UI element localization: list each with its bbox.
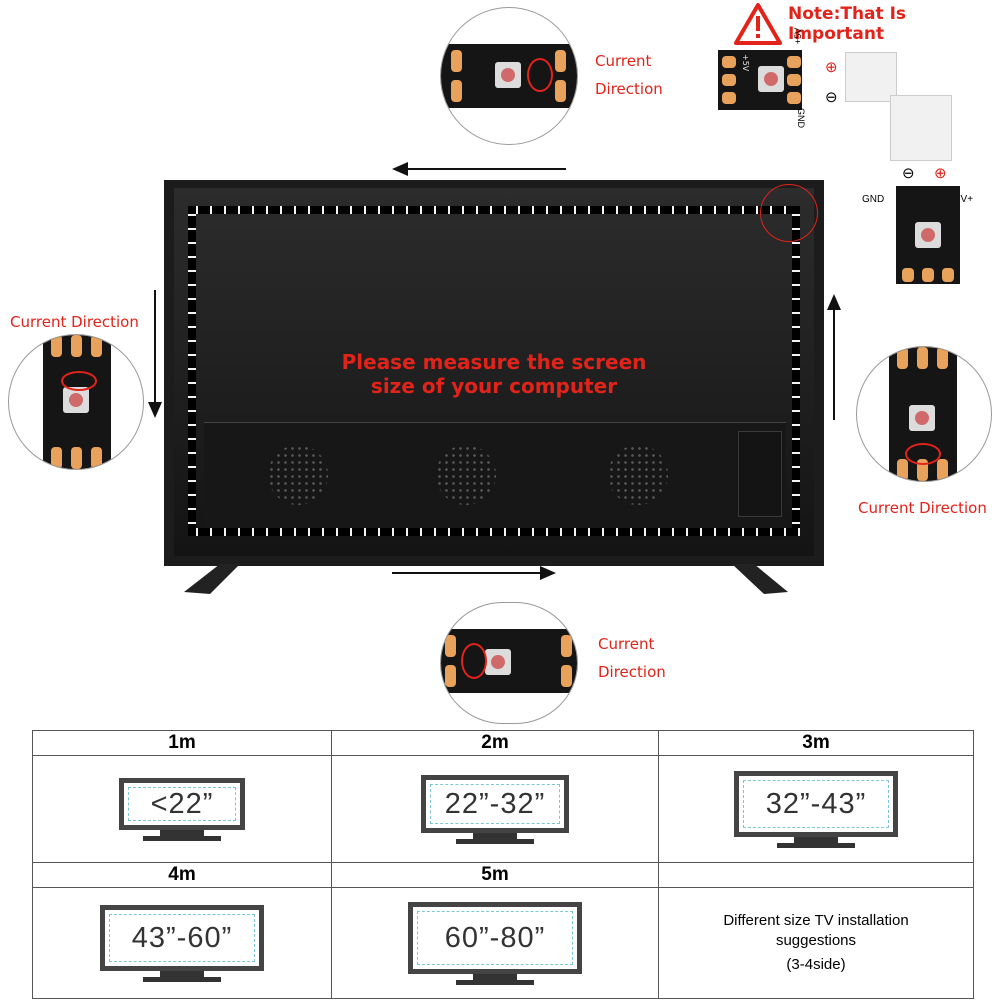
connector-block-2: [890, 95, 952, 161]
cell-size-3m: 32”-43”: [658, 755, 974, 863]
tv-stand: [184, 564, 788, 594]
size-label: 22”-32”: [444, 787, 546, 820]
arrowhead-down-icon: [148, 402, 162, 418]
label-5v-plus: 5V+: [955, 194, 974, 205]
led-strip-right: [792, 206, 800, 532]
monitor-icon: 32”-43”: [734, 770, 898, 848]
monitor-icon: 43”-60”: [100, 904, 264, 982]
cell-suggestion: Different size TV installation suggestio…: [658, 887, 974, 999]
size-row-2: 43”-60” 60”-80” Different size TV instal…: [32, 887, 974, 999]
speaker-grille-1: [268, 445, 328, 505]
header-3m: 3m: [658, 730, 974, 756]
speaker-grille-3: [608, 445, 668, 505]
plus-symbol-top: ⊕: [825, 59, 838, 76]
size-row-1: <22” 22”-32” 32”-43”: [32, 755, 974, 863]
suggestion-line2: suggestions: [775, 932, 857, 949]
direction-label-top: Direction: [595, 80, 663, 98]
current-direction-left: Current Direction: [10, 313, 139, 331]
header-5m: 5m: [331, 862, 659, 888]
header-2m: 2m: [331, 730, 659, 756]
arrow-down-left: [154, 290, 156, 406]
arrowhead-up-icon: [827, 294, 841, 310]
label-gnd-rotated: GND: [796, 108, 806, 128]
important-note: Note:That Is Important: [788, 4, 907, 44]
led-strip-bottom: [188, 528, 800, 536]
current-label-top: Current: [595, 52, 652, 70]
direction-label-bottom: Direction: [598, 663, 666, 681]
pcb-strip-vertical: [896, 186, 960, 284]
monitor-icon: 60”-80”: [408, 901, 582, 985]
cell-size-1m: <22”: [32, 755, 332, 863]
zoom-circle-left: [8, 334, 144, 470]
warning-triangle-icon: [734, 3, 782, 45]
zoom-circle-right: [856, 346, 992, 482]
size-label: 32”-43”: [765, 787, 867, 820]
header-1m: 1m: [32, 730, 332, 756]
size-label: 60”-80”: [444, 921, 546, 954]
size-label: 43”-60”: [131, 921, 233, 954]
tv-message-line2: size of your computer: [370, 374, 618, 398]
cell-size-2m: 22”-32”: [331, 755, 659, 863]
tv-speaker-bar: [204, 422, 786, 527]
speaker-grille-2: [436, 445, 496, 505]
zoom-circle-top: [440, 7, 578, 145]
cell-size-5m: 60”-80”: [331, 887, 659, 999]
controller-box: [738, 431, 782, 517]
monitor-icon: 22”-32”: [421, 774, 569, 844]
current-direction-right: Current Direction: [858, 499, 987, 517]
minus-symbol-bottom: ⊖: [902, 165, 915, 182]
header-row-1: 1m 2m 3m: [32, 730, 974, 756]
suggestion-line3: (3-4side): [786, 956, 846, 973]
label-gnd-bottom: GND: [862, 194, 885, 205]
size-table: 1m 2m 3m <22” 22”-32” 32”-43” 4m 5m: [32, 730, 974, 999]
arrowhead-left-icon: [392, 162, 408, 176]
monitor-icon: <22”: [119, 777, 245, 841]
zoom-circle-bottom: [440, 602, 578, 724]
current-label-bottom: Current: [598, 635, 655, 653]
led-strip-top: [188, 206, 800, 214]
arrow-up-right: [833, 308, 835, 420]
header-empty: [658, 862, 974, 888]
arrowhead-right-icon: [540, 566, 556, 580]
led-strip-left: [188, 206, 196, 532]
header-row-2: 4m 5m: [32, 862, 974, 888]
connector-block: [845, 52, 897, 102]
tv-message: Please measure the screen size of your c…: [164, 350, 824, 398]
plus-symbol-bottom: ⊕: [934, 165, 947, 182]
minus-symbol-top: ⊖: [825, 89, 838, 106]
header-4m: 4m: [32, 862, 332, 888]
size-label: <22”: [150, 787, 214, 820]
pcb-strip-top-right: +5V: [718, 50, 802, 110]
tv-message-line1: Please measure the screen: [341, 350, 647, 374]
arrow-right-bottom: [392, 572, 542, 574]
cell-size-4m: 43”-60”: [32, 887, 332, 999]
corner-highlight-ring: [760, 184, 818, 242]
arrow-left-top: [404, 168, 566, 170]
suggestion-line1: Different size TV installation: [723, 912, 909, 929]
tv-frame: Please measure the screen size of your c…: [164, 180, 824, 566]
label-plus5v-rotated: +5V: [793, 27, 803, 44]
